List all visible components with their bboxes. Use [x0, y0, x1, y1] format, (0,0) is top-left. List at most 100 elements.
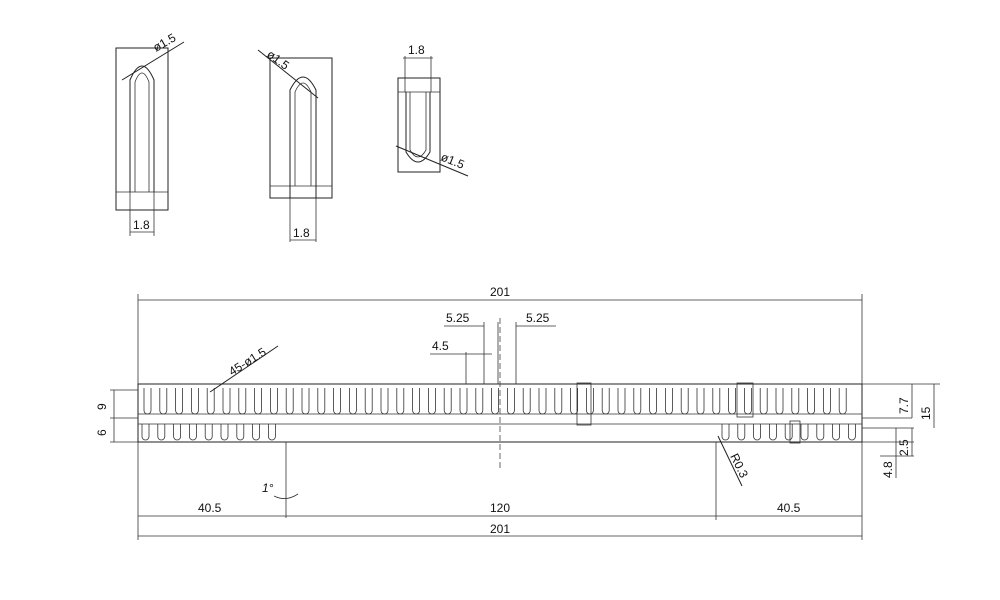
- detail-1-width-label: 1.8: [133, 218, 150, 232]
- rack-upper-slot: [491, 388, 499, 415]
- rack-upper-slot: [333, 388, 341, 415]
- radius-note: R0.3: [717, 435, 751, 487]
- rack-upper-slot: [712, 388, 721, 415]
- detail-2-slot-outline: [289, 76, 317, 198]
- rack-lower-right-slot: [784, 424, 793, 441]
- rack-lower-left-slot: [204, 424, 213, 441]
- rack-upper-slot: [507, 388, 515, 415]
- rack-upper-slot: [538, 388, 547, 415]
- radius-label: R0.3: [727, 451, 751, 480]
- rack-upper-slot: [222, 388, 231, 415]
- rack-upper-slot: [586, 388, 594, 415]
- rack-upper-slot: [380, 388, 389, 415]
- rack-upper-slot: [349, 388, 357, 415]
- pitch-left-label: 5.25: [446, 311, 470, 325]
- detail-slot-1: ø1.5 1.8: [115, 30, 185, 236]
- rack-lower-left-slot: [220, 424, 229, 441]
- detail-slot-2: ø1.5 1.8: [257, 47, 333, 242]
- rack-upper-slot: [254, 388, 262, 415]
- rack-lower-right-slot: [769, 424, 777, 441]
- rack-upper-slot: [570, 388, 578, 415]
- detail-1-slot-inner: [134, 72, 150, 192]
- rack-lower-right-slot: [721, 424, 730, 441]
- rack-marker-box-2: [736, 382, 754, 418]
- dim-left-heights: 9 6: [95, 389, 138, 443]
- pitch-right-label: 5.25: [526, 311, 550, 325]
- rack-lower-left-slot: [236, 424, 245, 441]
- rack-lower-left-slot: [141, 424, 150, 441]
- rack-upper-slot: [175, 388, 183, 415]
- rack-lower-left-teeth: [141, 424, 276, 441]
- rack-assembly: [137, 318, 863, 470]
- rack-upper-slot: [238, 388, 247, 415]
- angle-arc: [273, 493, 299, 499]
- detail-1-diameter-label: ø1.5: [151, 30, 179, 54]
- rack-upper-slot: [554, 388, 563, 415]
- rack-upper-slot: [649, 388, 657, 415]
- rack-upper-slot: [728, 388, 736, 415]
- rack-lower-right-slot: [832, 424, 840, 441]
- rack-upper-slot: [412, 388, 420, 415]
- detail-1-diameter-leader: [121, 41, 185, 81]
- rack-upper-slot: [696, 388, 705, 415]
- rack-upper-slot: [791, 388, 800, 415]
- rack-upper-slot: [744, 388, 752, 415]
- rack-upper-slot: [206, 388, 215, 415]
- rack-upper-slot: [775, 388, 784, 415]
- rack-upper-slot: [601, 388, 610, 415]
- angle-label: 1°: [262, 481, 274, 495]
- rack-lower-right-slot: [848, 424, 856, 441]
- detail-2-frame: [269, 57, 333, 199]
- detail-slot-3: 1.8 ø1.5: [395, 43, 469, 177]
- rack-upper-slot: [823, 388, 831, 415]
- angle-note: 1°: [262, 442, 299, 518]
- rack-lower-left-slot: [252, 424, 260, 441]
- segment-mid-label: 120: [490, 501, 510, 515]
- rack-upper-teeth: [143, 388, 847, 415]
- rack-lower-right-slot: [800, 424, 809, 441]
- detail-2-slot-inner: [294, 82, 312, 186]
- rack-lower-left-slot: [173, 424, 181, 441]
- rack-upper-slot: [301, 388, 310, 415]
- hole-callout-leader: [209, 345, 279, 393]
- rack-upper-slot: [617, 388, 626, 415]
- rack-lower-left-slot: [189, 424, 197, 441]
- detail-3-slot-inner: [409, 92, 427, 158]
- rack-upper-slot: [317, 388, 326, 415]
- rack-upper-slot: [443, 388, 452, 415]
- rack-lower-right-slot: [737, 424, 746, 441]
- rack-lower-right-teeth: [721, 424, 856, 441]
- rack-lower-left-slot: [268, 424, 276, 441]
- height-upper-label: 9: [95, 403, 109, 410]
- rack-upper-slot: [270, 388, 278, 415]
- tooth-width-label: 4.5: [432, 339, 449, 353]
- rack-upper-slot: [838, 388, 847, 415]
- rack-lower-right-slot: [816, 424, 825, 441]
- detail-2-diameter-label: ø1.5: [264, 47, 292, 73]
- height-lower-label: 6: [95, 429, 109, 436]
- detail-3-diameter-leader: [395, 145, 469, 177]
- rack-upper-slot: [428, 388, 436, 415]
- right-7-7-label: 7.7: [897, 397, 911, 414]
- right-4-8-label: 4.8: [881, 461, 895, 478]
- dim-overall-top: 201: [137, 285, 863, 384]
- rack-marker-box-3: [789, 420, 801, 444]
- detail-3-slot-outline: [405, 92, 431, 163]
- detail-1-slot-outline: [129, 65, 155, 192]
- hole-callout: 45-ø1.5: [209, 345, 279, 393]
- radius-leader: [717, 435, 743, 487]
- dim-overall-bottom-label: 201: [490, 522, 510, 536]
- rack-upper-slot: [759, 388, 768, 415]
- right-2-5-label: 2.5: [897, 439, 911, 456]
- detail-2-diameter-leader: [257, 49, 319, 99]
- detail-3-diameter-label: ø1.5: [439, 150, 467, 172]
- dim-bottom-segments: 40.5 120 40.5 201: [137, 442, 863, 540]
- rack-lower-right-slot: [753, 424, 761, 441]
- rack-upper-slot: [159, 388, 168, 415]
- detail-1-frame: [115, 47, 169, 211]
- rack-upper-slot: [143, 388, 152, 415]
- rack-upper-slot: [191, 388, 199, 415]
- hole-callout-label: 45-ø1.5: [226, 345, 269, 379]
- detail-3-width-label: 1.8: [408, 43, 425, 57]
